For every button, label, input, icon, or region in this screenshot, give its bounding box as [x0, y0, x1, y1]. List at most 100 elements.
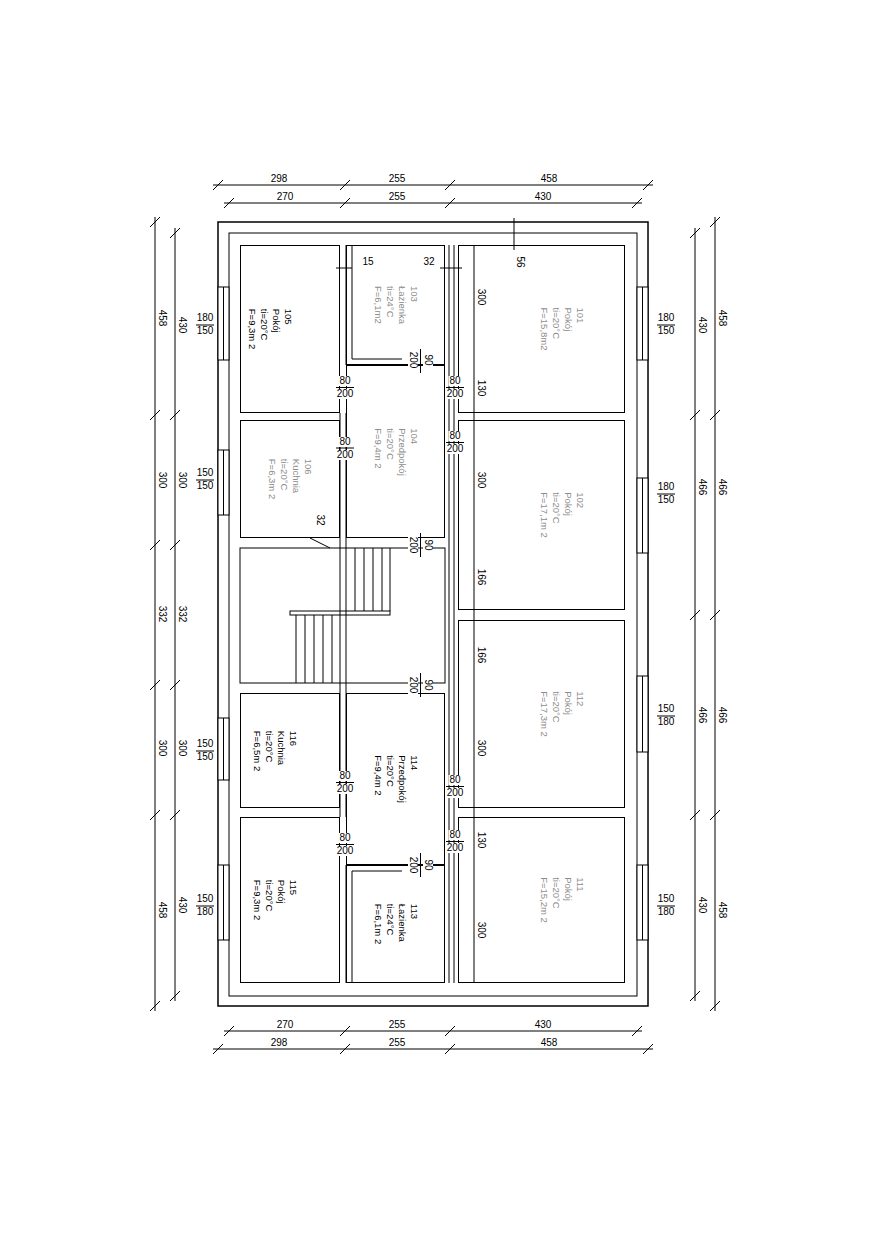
- dimension-label: 200: [336, 450, 355, 460]
- dimension-label: 166: [476, 646, 486, 665]
- room-info: F=6,3m 2: [266, 459, 278, 499]
- room-box: 105Pokójti=20°CF=9,3m 2: [240, 245, 340, 413]
- room-info: ti=20°C: [550, 492, 562, 538]
- room-info: ti=20°C: [278, 459, 290, 499]
- dimension-label: 270: [276, 192, 295, 202]
- room-info: ti=20°C: [550, 691, 562, 737]
- dimension-label: 332: [177, 605, 187, 624]
- room-info: Łazienka: [396, 286, 408, 324]
- room-text-block: 115Pokójti=20°CF=9,3m 2: [251, 880, 299, 920]
- dimension-label: 150: [196, 752, 215, 762]
- room-info: F=6,1m2: [372, 286, 384, 324]
- room-number: 104: [408, 428, 420, 476]
- room-number: 115: [287, 880, 299, 920]
- dimension-label: 80: [448, 431, 461, 441]
- wall: [454, 245, 455, 983]
- dimension-label: 150: [657, 495, 676, 505]
- room-info: F=9,4m 2: [372, 755, 384, 803]
- room-info: F=15,2m 2: [538, 877, 550, 923]
- room-text-block: 113Łazienkati=24°CF=6,1m 2: [372, 904, 420, 944]
- dimension-line: [150, 180, 720, 1054]
- room-info: Przedpokój: [396, 755, 408, 803]
- room-info: ti=20°C: [550, 307, 562, 350]
- room-box: 104Przedpokójti=20°CF=9,4m 2: [346, 365, 445, 538]
- dimension-label: 180: [657, 907, 676, 917]
- stair-rail: [340, 548, 341, 683]
- dimension-label: 458: [717, 309, 727, 328]
- window: [218, 287, 648, 940]
- dimension-label: 150: [196, 894, 215, 904]
- dimension-label: 300: [476, 921, 486, 940]
- dimension-label: 200: [446, 389, 465, 399]
- room-info: Pokój: [270, 309, 282, 349]
- dimension-label: 150: [196, 468, 215, 478]
- room-info: F=15,8m2: [538, 307, 550, 350]
- dimension-label: 200: [408, 676, 418, 695]
- dimension-label: 15: [361, 257, 374, 267]
- dimension-label: 80: [338, 771, 351, 781]
- room-info: ti=24°C: [384, 286, 396, 324]
- dimension-label: 200: [336, 784, 355, 794]
- dimension-label: 430: [534, 192, 553, 202]
- room-info: Kuchnia: [275, 730, 287, 770]
- dimension-label: 200: [408, 351, 418, 370]
- room-number: 102: [574, 492, 586, 538]
- dimension-label: 166: [476, 568, 486, 587]
- wall: [346, 245, 402, 365]
- staircase: [240, 548, 445, 683]
- dimension-label: 80: [338, 833, 351, 843]
- dimension-label: 180: [196, 313, 215, 323]
- dimension-label: 56: [515, 255, 525, 268]
- dimension-label: 300: [476, 739, 486, 758]
- wall: [352, 245, 402, 359]
- dimension-label: 180: [657, 313, 676, 323]
- dimension-label: 458: [717, 901, 727, 920]
- stair-treads: [296, 548, 390, 683]
- dimension-label: 200: [446, 788, 465, 798]
- room-number: 103: [408, 286, 420, 324]
- dimension-label: 298: [270, 174, 289, 184]
- dimension-label: 458: [540, 1038, 559, 1048]
- dimension-label: 430: [177, 896, 187, 915]
- dimension-label: 430: [697, 896, 707, 915]
- room-info: F=9,3m 2: [246, 309, 258, 349]
- room-box: 116Kuchniati=20°CF=6,5m 2: [240, 693, 340, 808]
- room-text-block: 112Pokójti=20°CF=17,3m 2: [538, 691, 586, 737]
- dimension-label: 466: [697, 706, 707, 725]
- room-info: ti=20°C: [384, 428, 396, 476]
- dimension-label: 32: [422, 257, 435, 267]
- dimension-label: 80: [338, 437, 351, 447]
- room-text-block: 106Kuchniati=20°CF=6,3m 2: [266, 459, 314, 499]
- dimension-label: 458: [540, 174, 559, 184]
- dimension-label: 300: [476, 471, 486, 490]
- room-number: 114: [408, 755, 420, 803]
- room-info: ti=20°C: [258, 309, 270, 349]
- dimension-label: 466: [717, 706, 727, 725]
- room-info: Pokój: [562, 877, 574, 923]
- outer-wall: [218, 222, 648, 1006]
- room-info: Pokój: [275, 880, 287, 920]
- dimension-label: 80: [448, 775, 461, 785]
- dimension-label: 80: [448, 376, 461, 386]
- dimension-label: 90: [423, 858, 433, 871]
- dimension-label: 458: [157, 309, 167, 328]
- wall: [346, 865, 402, 983]
- room-info: ti=20°C: [550, 877, 562, 923]
- room-info: F=17,1m 2: [538, 492, 550, 538]
- room-info: Pokój: [562, 307, 574, 350]
- room-info: F=6,1m 2: [372, 904, 384, 944]
- dimension-label: 255: [388, 1020, 407, 1030]
- room-info: Łazienka: [396, 904, 408, 944]
- room-text-block: 104Przedpokójti=20°CF=9,4m 2: [372, 428, 420, 476]
- room-info: Pokój: [562, 691, 574, 737]
- wall: [352, 871, 402, 983]
- room-text-block: 111Pokójti=20°CF=15,2m 2: [538, 877, 586, 923]
- dimension-label: 130: [476, 831, 486, 850]
- dimension-label: 180: [196, 907, 215, 917]
- room-info: ti=20°C: [263, 730, 275, 770]
- dimension-label: 130: [476, 379, 486, 398]
- dimension-label: 200: [408, 536, 418, 555]
- dimension-label: 90: [423, 678, 433, 691]
- dimension-label: 90: [423, 353, 433, 366]
